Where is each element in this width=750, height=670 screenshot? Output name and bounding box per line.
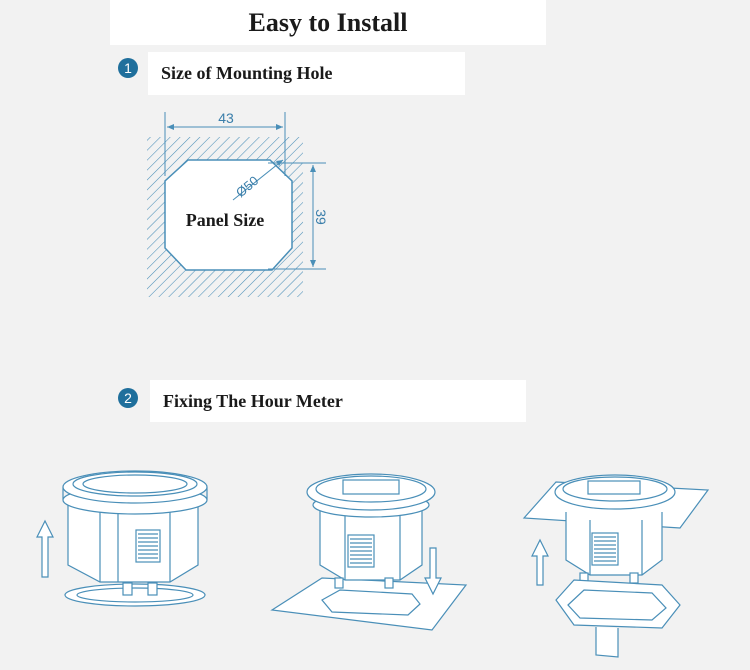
panel-size-label: Panel Size [186,210,265,230]
meter-with-bezel-ring-illustration [62,470,208,607]
width-dimension-label: 43 [218,110,234,126]
height-dimension-label: 39 [313,209,329,225]
arrow-up-icon [531,538,549,586]
diagonal-dimension [232,159,284,201]
step-number-badge: 1 [118,58,138,78]
arrow-up-icon [36,519,54,578]
step-number-badge: 2 [118,388,138,408]
step-title: Fixing The Hour Meter [150,380,526,422]
meter-with-mounting-bracket-illustration [522,474,710,658]
mounting-hole-drawing: 43 39 Ø50 Panel Size [147,110,329,297]
meter-into-panel-illustration [270,473,468,631]
page-title: Easy to Install [110,0,546,45]
width-dimension [164,112,286,176]
arrow-down-icon [424,547,442,596]
step-title: Size of Mounting Hole [148,52,465,95]
